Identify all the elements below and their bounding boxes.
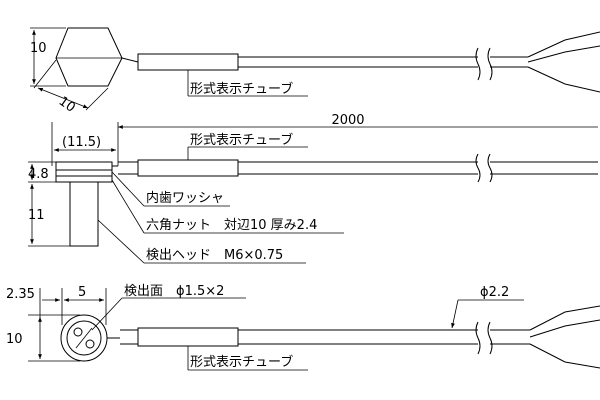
- diameter-leader: [451, 299, 459, 329]
- lead-1: [529, 305, 600, 331]
- top-view: 10 10 形式表示チューブ: [30, 27, 600, 116]
- nut-leader: [111, 179, 145, 234]
- cable-exit: [121, 57, 139, 63]
- dim-length-label: 2000: [331, 113, 364, 128]
- washer-leader: [111, 171, 145, 207]
- head-inner-circle: [66, 320, 102, 356]
- dim-offset-label: 2.35: [6, 287, 35, 302]
- marking-tube: [137, 327, 239, 347]
- side-view: 2000 (11.5) 4.8 11 形式表示チューブ: [28, 113, 598, 264]
- dim-height-label: 10: [6, 332, 23, 347]
- break-mark-left: [475, 47, 481, 81]
- tube-label-top: 形式表示チューブ: [190, 81, 293, 97]
- dim-width-line: [37, 87, 89, 109]
- washer-nut-body: [55, 161, 113, 183]
- face-view: 2.35 5 10 検出面 ϕ1.5×2 ϕ2.2 形式表示チューブ: [6, 284, 600, 371]
- callout-face: 検出面 ϕ1.5×2: [124, 284, 224, 299]
- detection-pin-1: [73, 327, 83, 337]
- ext-line: [85, 87, 109, 111]
- dim-offset-label: (11.5): [62, 135, 101, 150]
- break-mark-left: [475, 153, 481, 183]
- tube-label-side: 形式表示チューブ: [190, 132, 293, 148]
- face-leader: [91, 297, 123, 331]
- break-mark-right: [487, 47, 493, 81]
- dim-height-label: 10: [30, 41, 47, 56]
- callout-nut: 六角ナット 対辺10 厚み2.4: [146, 218, 317, 233]
- dim-head-height-label: 11: [28, 208, 45, 223]
- break-mark-left: [475, 321, 481, 355]
- lead-3: [527, 66, 600, 93]
- lead-3: [529, 343, 600, 369]
- dim-width-label: 5: [78, 285, 86, 300]
- detection-pin-2: [85, 339, 95, 349]
- lead-2: [529, 319, 600, 338]
- head-leader: [97, 219, 145, 264]
- break-mark-right: [487, 153, 493, 183]
- pin-axis: [75, 327, 93, 349]
- ext-line: [33, 59, 57, 89]
- dim-width-label: 10: [56, 94, 78, 116]
- lead-1: [527, 31, 600, 58]
- marking-tube: [137, 53, 239, 71]
- lead-2: [527, 45, 600, 63]
- detection-head-thread: [69, 181, 99, 247]
- callout-head: 検出ヘッド M6×0.75: [146, 248, 283, 263]
- cable-diameter-label: ϕ2.2: [480, 285, 509, 300]
- tube-label-face: 形式表示チューブ: [190, 354, 293, 370]
- marking-tube: [137, 159, 239, 177]
- break-mark-right: [487, 321, 493, 355]
- dim-washer-height-label: 4.8: [28, 167, 49, 182]
- callout-washer: 内歯ワッシャ: [146, 190, 224, 206]
- hex-nut-outline: [55, 27, 123, 87]
